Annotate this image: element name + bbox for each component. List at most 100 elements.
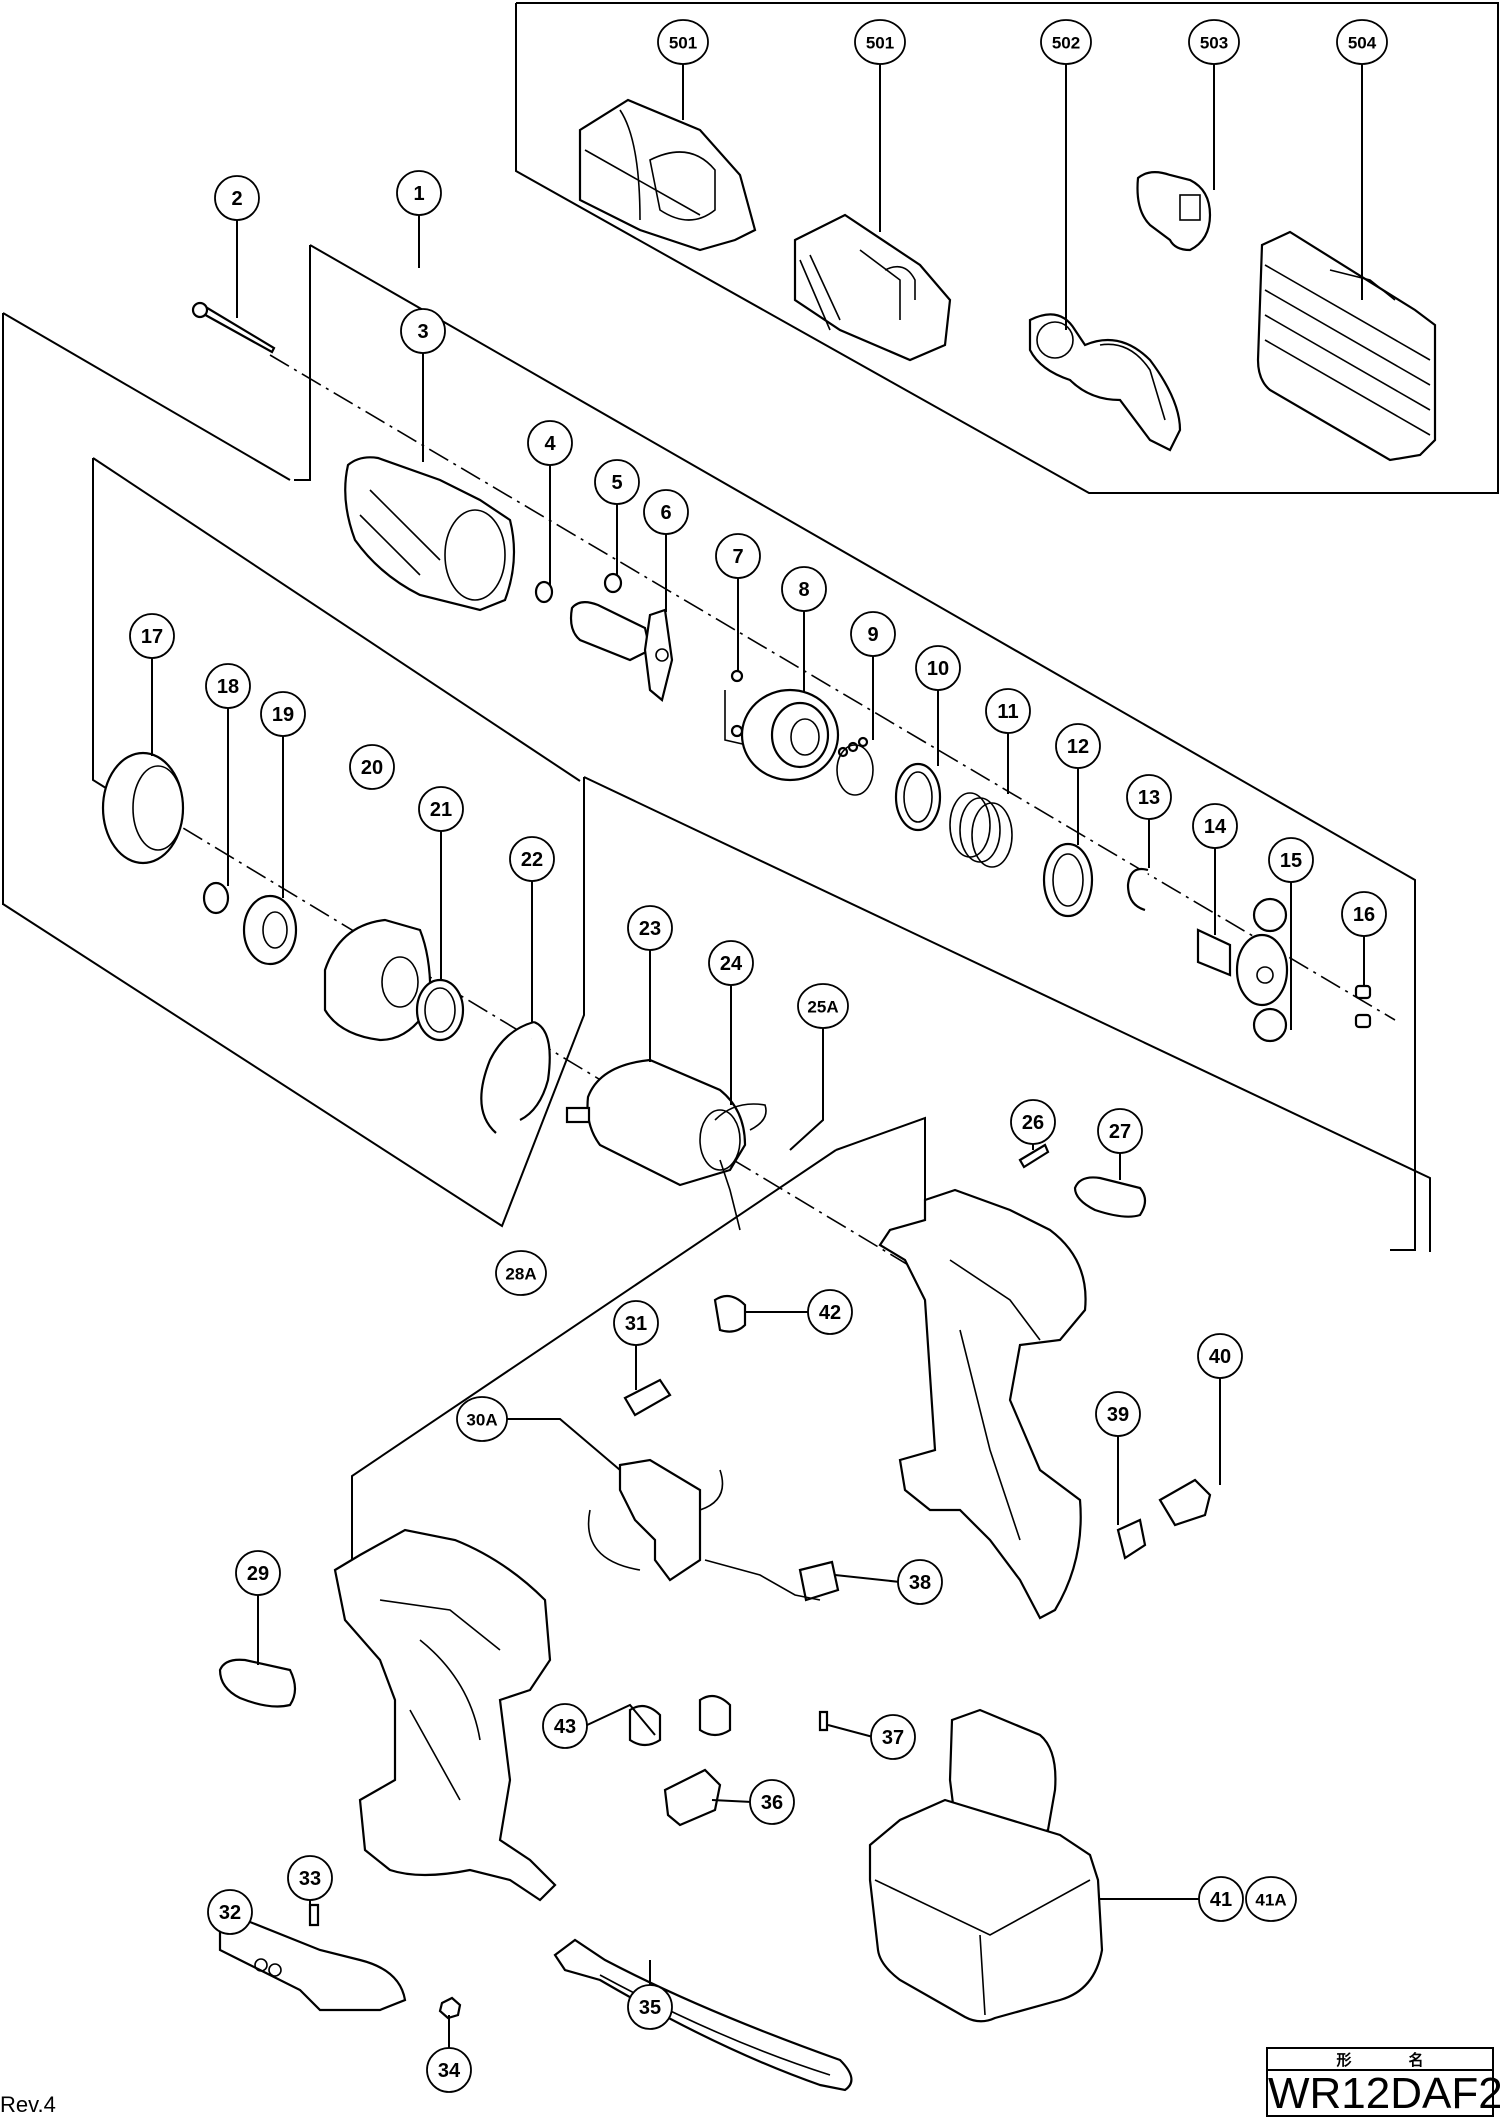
callout-number: 22	[521, 849, 543, 871]
callout-circle	[1245, 1876, 1297, 1922]
frame-group-20-b	[2, 312, 291, 481]
part-callout-28A: 28A	[495, 1250, 547, 1296]
callout-circle	[850, 611, 896, 657]
switch-holder-38	[798, 1560, 840, 1602]
part-callout-26: 26	[1010, 1099, 1056, 1145]
strap-35	[553, 1938, 853, 2092]
part-callout-29: 29	[235, 1550, 281, 1596]
callout-number: 30A	[466, 1411, 497, 1430]
callout-number: 37	[882, 1727, 904, 1749]
part-callout-30A: 30A	[456, 1396, 508, 1442]
axis-line	[269, 354, 1396, 1021]
part-callout-17: 17	[129, 613, 175, 659]
part-callout-501: 501	[657, 19, 709, 65]
terminal-43-a	[628, 1704, 662, 1747]
screw-2	[191, 301, 276, 354]
callout-circle	[1198, 1876, 1244, 1922]
callout-number: 14	[1204, 816, 1227, 838]
callout-number: 32	[219, 1902, 241, 1924]
part-callout-34: 34	[426, 2047, 472, 2093]
ball-7-b	[730, 724, 744, 738]
callout-number: 29	[247, 1563, 269, 1585]
part-callout-502: 502	[1040, 19, 1092, 65]
callout-circle	[797, 983, 849, 1029]
callout-circle	[260, 691, 306, 737]
part-callout-7: 7	[715, 533, 761, 579]
callout-circle	[985, 688, 1031, 734]
accessory-group-frame	[515, 2, 1499, 494]
callout-number: 8	[798, 579, 809, 601]
callout-circle	[715, 533, 761, 579]
callout-circle	[1095, 1391, 1141, 1437]
callout-number: 7	[732, 546, 743, 568]
idle-gear-15-b	[1252, 1007, 1288, 1043]
callout-circle	[349, 744, 395, 790]
callout-number: 39	[1107, 1404, 1129, 1426]
callout-number: 504	[1348, 34, 1377, 53]
callout-number: 17	[141, 626, 163, 648]
motor-23	[565, 1058, 747, 1187]
callout-circle	[1126, 774, 1172, 820]
callout-number: 21	[430, 799, 452, 821]
callout-circle	[1341, 891, 1387, 937]
callout-circle	[287, 1855, 333, 1901]
part-callout-37: 37	[870, 1714, 916, 1760]
part-callout-3: 3	[400, 308, 446, 354]
callout-circle	[657, 19, 709, 65]
part-callout-13: 13	[1126, 774, 1172, 820]
pin-16-a	[1354, 984, 1372, 1000]
spindle-6	[569, 601, 674, 702]
callout-number: 502	[1052, 34, 1080, 53]
callout-number: 2	[231, 188, 242, 210]
housing-logo-29	[218, 1658, 297, 1708]
hook-32-hole-b	[268, 1963, 282, 1977]
callout-circle	[1197, 1333, 1243, 1379]
spring-39	[1116, 1518, 1147, 1560]
ring-18	[202, 881, 230, 915]
gear-cover-20	[323, 918, 432, 1042]
callout-number: 33	[299, 1868, 321, 1890]
callout-number: 28A	[505, 1265, 536, 1284]
part-callout-43: 43	[542, 1703, 588, 1749]
callout-circle	[207, 1889, 253, 1935]
part-callout-35: 35	[627, 1984, 673, 2030]
model-number: WR12DAF2	[1268, 2069, 1500, 2118]
terminal-36	[663, 1768, 722, 1827]
callout-circle	[643, 489, 689, 535]
part-callout-31: 31	[613, 1300, 659, 1346]
callout-circle	[1040, 19, 1092, 65]
callout-number: 20	[361, 757, 383, 779]
callout-circle	[870, 1714, 916, 1760]
callout-number: 501	[669, 34, 697, 53]
frame-group-14	[583, 776, 1431, 1252]
callout-number: 23	[639, 918, 661, 940]
frame-group-22-a	[2, 777, 585, 1228]
callout-circle	[807, 1289, 853, 1335]
callout-number: 501	[866, 34, 894, 53]
retaining-ring-22	[480, 1020, 551, 1134]
part-callout-19: 19	[260, 691, 306, 737]
callout-number: 43	[554, 1716, 576, 1738]
part-callout-33: 33	[287, 1855, 333, 1901]
part-callout-42: 42	[807, 1289, 853, 1335]
callout-number: 18	[217, 676, 239, 698]
part-callout-27: 27	[1097, 1108, 1143, 1154]
callout-circle	[594, 459, 640, 505]
callout-number: 35	[639, 1997, 661, 2019]
part-callout-24: 24	[708, 940, 754, 986]
callout-number: 38	[909, 1572, 931, 1594]
part-callout-6: 6	[643, 489, 689, 535]
callout-circle	[495, 1250, 547, 1296]
callout-circle	[749, 1779, 795, 1825]
callout-circle	[426, 2047, 472, 2093]
callout-number: 34	[438, 2060, 461, 2082]
nut-34	[438, 1996, 462, 2020]
callout-circle	[527, 420, 573, 466]
frame-group-17-b	[92, 457, 581, 782]
callout-number: 3	[417, 321, 428, 343]
part-callout-15: 15	[1268, 837, 1314, 883]
callout-circle	[235, 1550, 281, 1596]
part-callout-22: 22	[509, 836, 555, 882]
part-callout-21: 21	[418, 786, 464, 832]
charger-501-b	[793, 213, 952, 362]
